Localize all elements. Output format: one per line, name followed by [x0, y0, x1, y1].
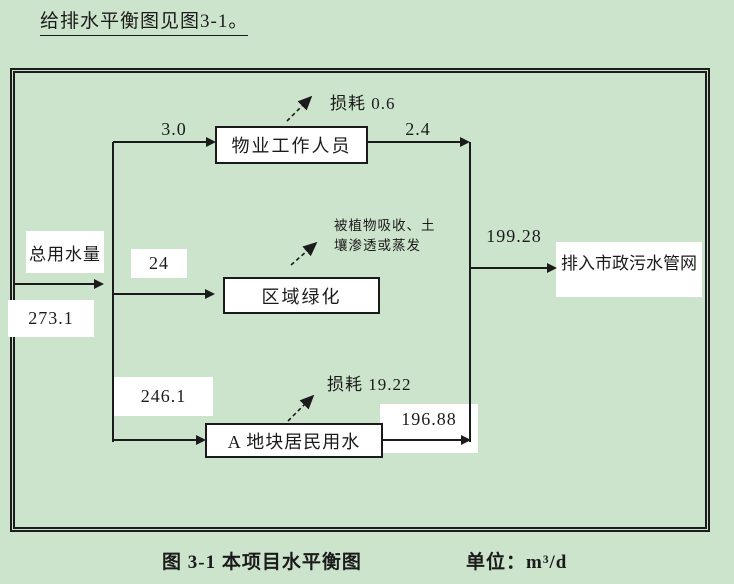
distribution-line: [112, 142, 114, 442]
residential-inflow-box: 246.1: [114, 377, 213, 416]
sewer-outfall-box: 排入市政污水管网: [556, 242, 702, 297]
loss-label-property: 损耗 0.6: [330, 94, 396, 113]
property-staff-box: 物业工作人员: [215, 126, 368, 164]
outflow-arrow-property: [368, 137, 470, 147]
intro-text: 给排水平衡图见图3-1。: [40, 6, 249, 36]
greening-inflow-box: 24: [131, 249, 187, 278]
residential-outflow-box: 196.88: [380, 404, 478, 453]
branch-arrow-greening: [114, 289, 215, 299]
input-arrow: [14, 279, 104, 289]
figure-caption-title: 图 3-1 本项目水平衡图: [162, 552, 362, 573]
residential-box: A 地块居民用水: [205, 423, 383, 458]
flow-label-property-out: 2.4: [405, 119, 431, 139]
loss-arrow-greening-icon: [290, 241, 318, 266]
total-water-label-box: 总用水量: [26, 231, 104, 273]
loss-arrow-residential-icon: [287, 394, 315, 422]
total-water-value-box: 273.1: [8, 300, 94, 337]
loss-label-greening: 被植物吸收、土 壤渗透或蒸发: [334, 218, 436, 253]
collector-line: [469, 142, 471, 442]
outflow-arrow-residential: [383, 435, 471, 445]
figure-caption-unit: 单位：m³/d: [466, 552, 568, 573]
loss-arrow-property-icon: [286, 95, 313, 122]
flow-label-property-in: 3.0: [161, 119, 187, 139]
discharge-value-label: 199.28: [486, 226, 542, 246]
greening-box: 区域绿化: [223, 277, 380, 314]
loss-label-residential: 损耗 19.22: [327, 375, 412, 394]
branch-arrow-property: [113, 137, 216, 147]
branch-arrow-residential: [113, 435, 206, 445]
discharge-arrow: [470, 263, 557, 273]
